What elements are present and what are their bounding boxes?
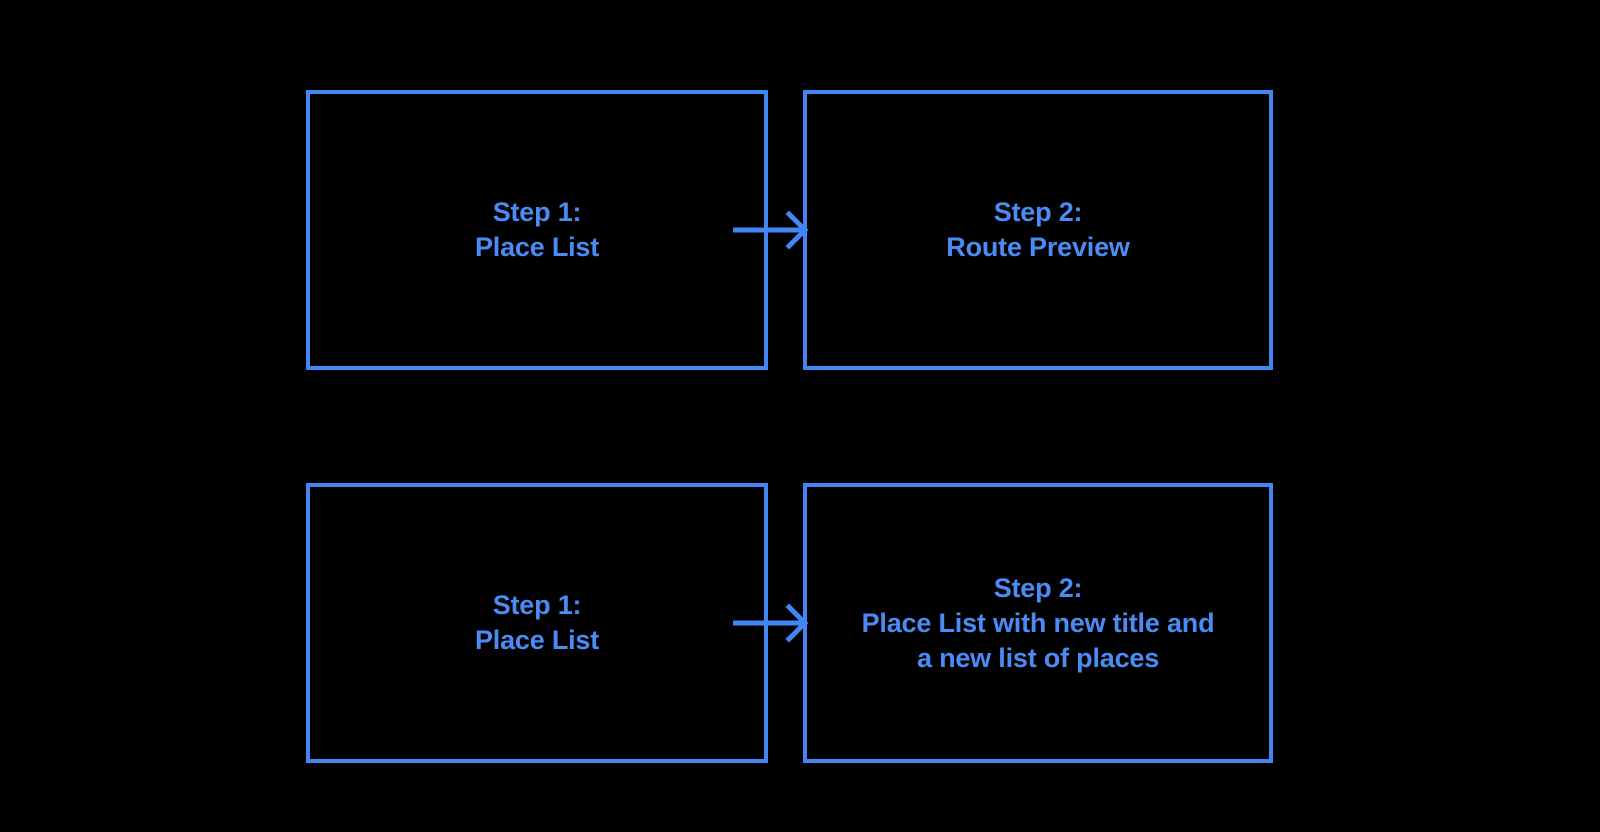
step-box-target[interactable]: Step 2: Place List with new title and a … xyxy=(803,483,1273,763)
step-box-label: Step 1: Place List xyxy=(474,197,600,262)
step-box-label: Step 1: Place List xyxy=(474,590,600,655)
step-box-label: Step 2: Place List with new title and a … xyxy=(861,572,1215,673)
step-box-label: Step 2: Route Preview xyxy=(946,197,1130,262)
step-box-source[interactable]: Step 1: Place List xyxy=(306,483,768,763)
flow-row: Step 1: Place List Step 2: Route Preview xyxy=(0,85,1600,375)
step-box-target[interactable]: Step 2: Route Preview xyxy=(803,90,1273,370)
flow-row: Step 1: Place List Step 2: Place List wi… xyxy=(0,478,1600,768)
step-box-source[interactable]: Step 1: Place List xyxy=(306,90,768,370)
